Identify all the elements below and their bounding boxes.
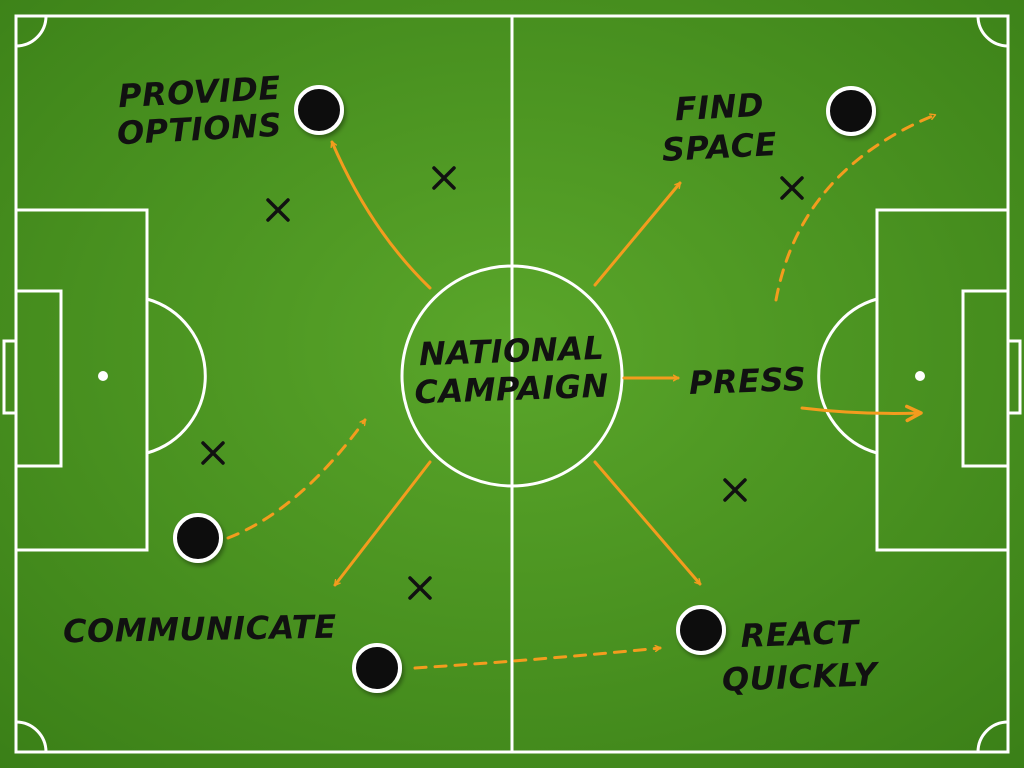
provide-options-line1: PROVIDE <box>117 69 282 115</box>
arrows <box>226 115 937 670</box>
arrow-icon <box>226 418 367 540</box>
x-marker-icon <box>408 576 432 600</box>
player-dot-icon <box>294 85 344 135</box>
corner-arc-bottom-left <box>15 720 48 753</box>
corner-arc-bottom-right <box>976 720 1009 753</box>
provide-options-line2: OPTIONS <box>116 106 283 153</box>
communicate-label: COMMUNICATE <box>63 608 337 651</box>
x-marker-icon <box>723 478 747 502</box>
pitch-lines <box>2 14 1022 754</box>
find-space-line1: FIND <box>674 86 765 129</box>
x-marker-icon <box>266 198 290 222</box>
react-quickly-line1: REACT <box>740 613 861 655</box>
center-label-line2: CAMPAIGN <box>414 367 610 412</box>
labels: NATIONAL CAMPAIGN PROVIDE OPTIONS FIND S… <box>63 69 880 699</box>
player-dot-icon <box>173 513 223 563</box>
corner-arc-top-left <box>15 15 48 48</box>
right-penalty-spot <box>915 371 925 381</box>
find-space-line2: SPACE <box>661 125 778 169</box>
arrow-icon <box>413 648 662 670</box>
right-penalty-arc <box>817 297 878 455</box>
arrow-icon <box>774 115 937 302</box>
player-dot-icon <box>676 605 726 655</box>
x-marker-icon <box>432 166 456 190</box>
react-quickly-line2: QUICKLY <box>721 655 880 698</box>
arrow-icon <box>593 460 702 586</box>
arrow-icon <box>332 140 432 290</box>
arrow-icon <box>800 404 923 423</box>
x-marker-icon <box>780 176 804 200</box>
center-label-line1: NATIONAL <box>418 329 605 373</box>
left-penalty-arc <box>146 297 207 455</box>
corner-arc-top-right <box>976 15 1009 48</box>
x-marker-icon <box>201 441 225 465</box>
left-penalty-spot <box>98 371 108 381</box>
left-goal <box>2 339 18 415</box>
players <box>173 85 876 693</box>
opponent-markers <box>201 166 804 600</box>
player-dot-icon <box>826 86 876 136</box>
right-goal <box>1006 339 1022 415</box>
arrow-icon <box>593 181 682 287</box>
player-dot-icon <box>352 643 402 693</box>
press-label: PRESS <box>688 360 807 402</box>
center-circle <box>400 264 624 488</box>
arrow-icon <box>333 460 432 587</box>
